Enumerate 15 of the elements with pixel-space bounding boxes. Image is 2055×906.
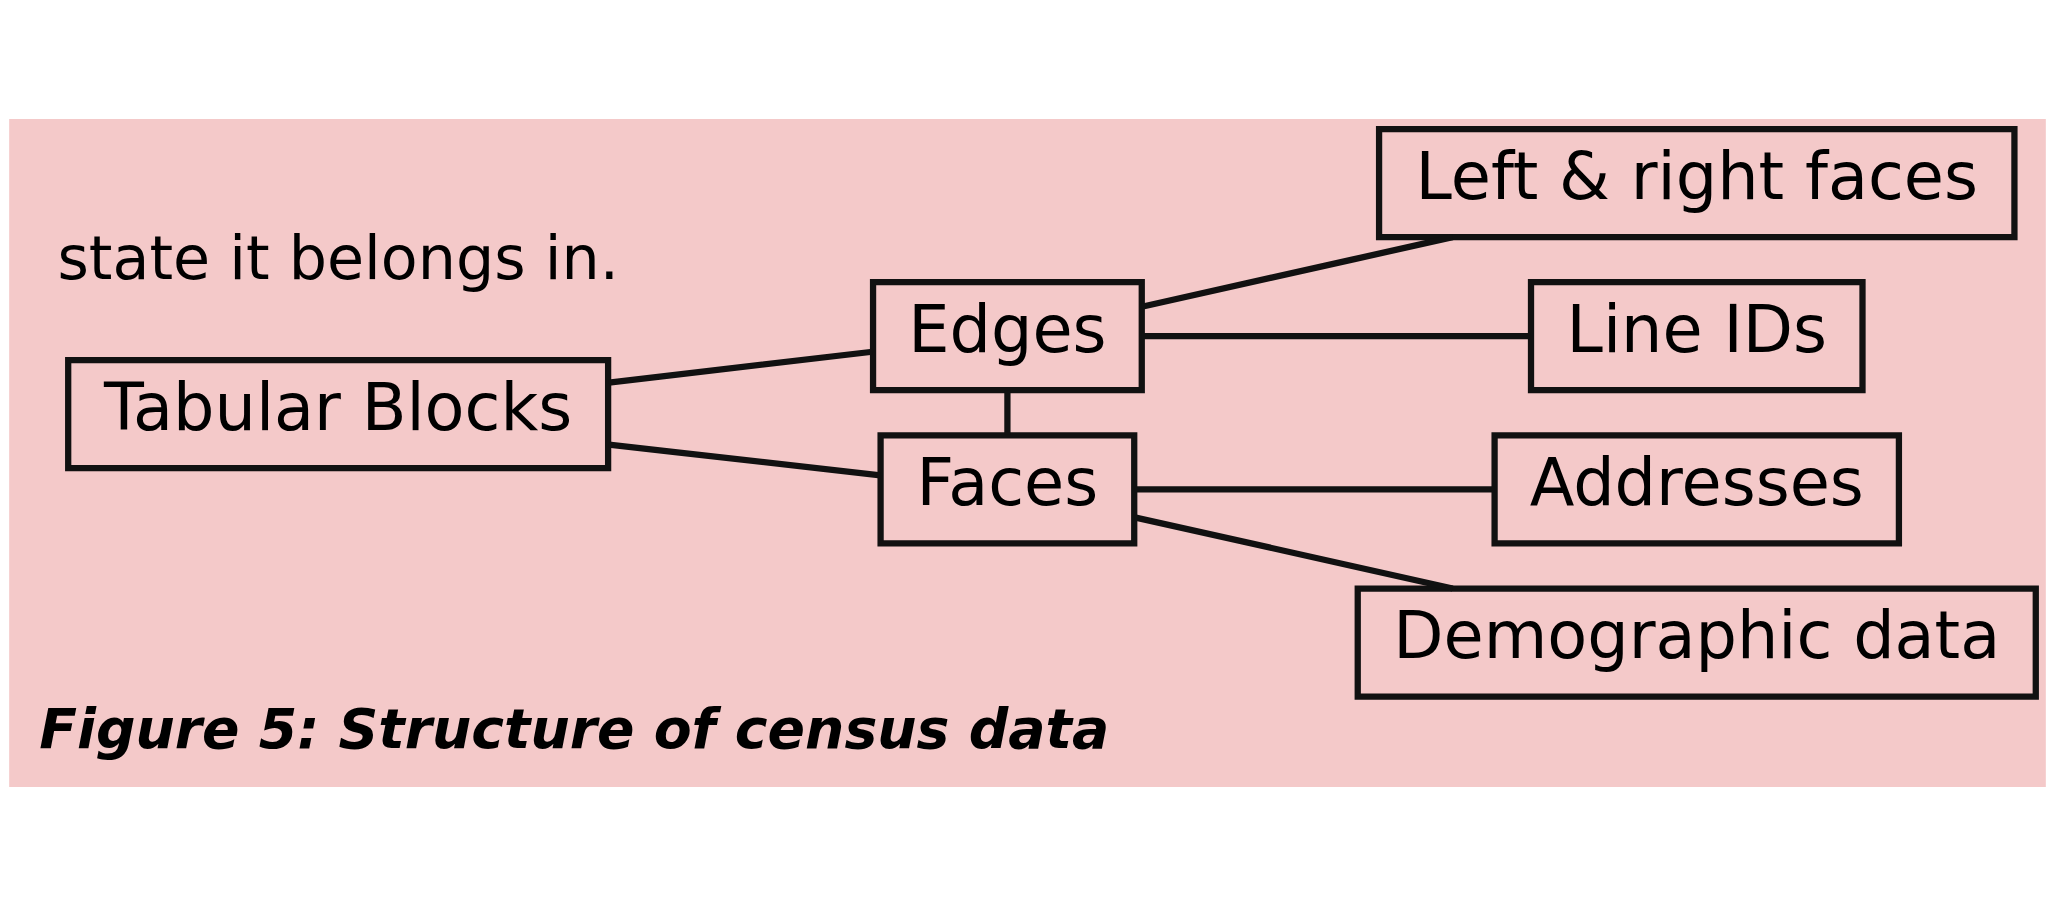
connector	[1134, 486, 1495, 493]
connector	[608, 348, 873, 386]
node-box: Line IDs	[1527, 279, 1866, 394]
connector	[1141, 333, 1531, 340]
label: state it belongs in.	[57, 222, 619, 293]
node-box: Edges	[869, 279, 1145, 394]
node-box: Addresses	[1491, 432, 1903, 547]
connector	[1141, 234, 1454, 310]
node-box: Tabular Blocks	[65, 356, 612, 472]
connector	[608, 441, 881, 479]
node-box: Left & right faces	[1375, 125, 2018, 241]
node-box: Demographic data	[1354, 585, 2039, 700]
connector	[1004, 390, 1011, 435]
node-box: Faces	[877, 432, 1138, 547]
caption: Figure 5: Structure of census data	[39, 697, 1110, 762]
